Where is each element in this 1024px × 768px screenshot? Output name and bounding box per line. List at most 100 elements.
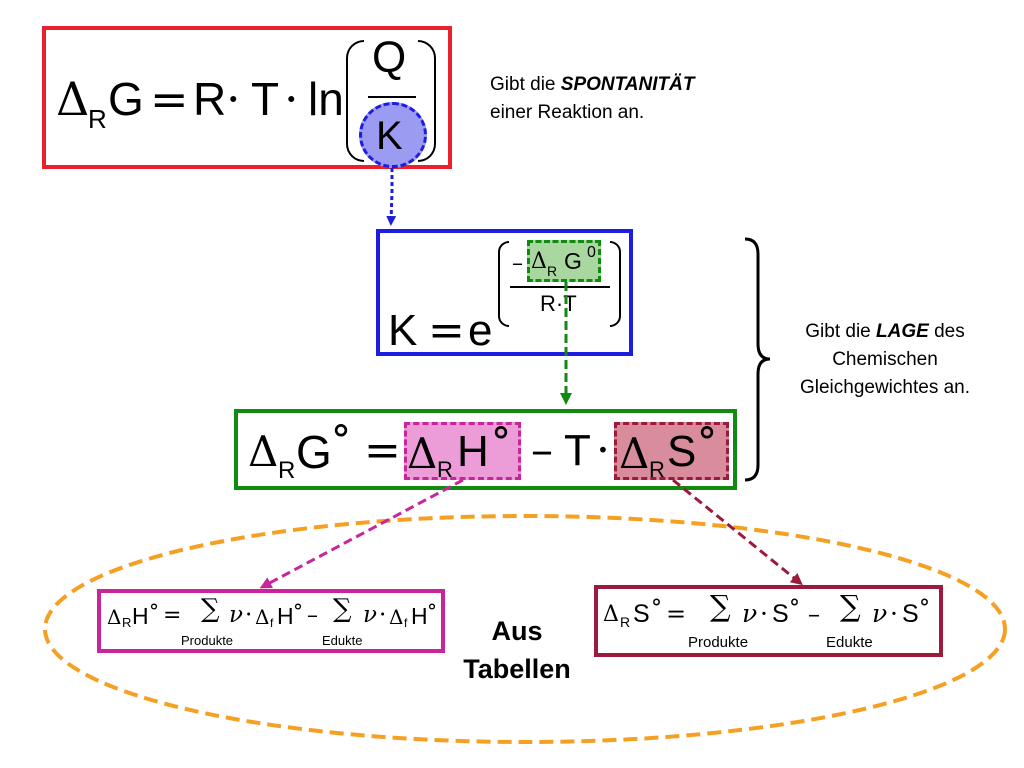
entropy-s: S <box>667 427 697 476</box>
equilibrium-constant-k: K <box>376 114 403 158</box>
gibbs-g: G <box>564 248 582 274</box>
degree-symbol: ° <box>919 596 930 621</box>
gibbs-free-energy-box: Δ R G = R · T · ln Q <box>42 26 452 169</box>
ln-function: ln <box>308 73 344 125</box>
subscript-r: R <box>278 457 296 484</box>
sum-products-symbol: ∑ <box>201 594 220 624</box>
degree-symbol: ° <box>293 599 303 623</box>
left-parenthesis <box>498 241 509 327</box>
gibbs-g: G <box>108 73 144 125</box>
entropy-s: S <box>902 600 919 628</box>
subscript-f: f <box>270 616 274 630</box>
temperature-t: T <box>564 426 591 475</box>
equals-sign: = <box>150 72 189 126</box>
fraction-bar <box>368 96 416 98</box>
from-tables-label: Aus Tabellen <box>452 612 582 688</box>
spontaneity-keyword: SPONTANITÄT <box>560 74 695 95</box>
delta-symbol: Δ <box>531 249 547 274</box>
sum-limit-educts: Edukte <box>826 634 873 651</box>
sum-limit-educts: Edukte <box>322 633 363 648</box>
entropy-s: S <box>633 600 650 628</box>
degree-symbol: ° <box>331 418 351 464</box>
equilibrium-note-suffix: des <box>928 321 965 342</box>
sum-educts-symbol: ∑ <box>333 594 352 624</box>
from-tables-line-1: Aus <box>491 616 543 646</box>
minus-sign: – <box>307 603 318 628</box>
equals-sign: = <box>364 425 401 476</box>
spontaneity-note-line-1: Gibt die SPONTANITÄT <box>490 71 694 99</box>
degree-symbol: ° <box>697 420 717 466</box>
stoich-nu: ν <box>872 599 888 628</box>
temperature-t: T <box>251 73 280 125</box>
sum-limit-products: Produkte <box>181 633 234 648</box>
delta-symbol: Δ <box>407 429 438 478</box>
delta-symbol: Δ <box>619 429 650 478</box>
degree-symbol: ° <box>651 596 662 621</box>
equilibrium-constant-k-circle: K <box>359 102 427 168</box>
multiply-dot: · <box>890 599 898 628</box>
enthalpy-h: H <box>132 603 149 629</box>
equilibrium-note-line-3: Gleichgewichtes an. <box>799 377 971 398</box>
fraction-bar <box>510 286 610 288</box>
multiply-dot: · <box>379 602 387 628</box>
equilibrium-constant-box: K = e – R·T <box>376 229 633 356</box>
multiply-dot: · <box>284 72 299 126</box>
equilibrium-note-line-2: Chemischen <box>832 349 938 370</box>
superscript-zero: 0 <box>587 244 596 261</box>
subscript-r: R <box>620 614 631 630</box>
equilibrium-note-prefix: Gibt die <box>805 321 877 342</box>
enthalpy-h: H <box>411 603 428 629</box>
sum-limit-products: Produkte <box>688 634 749 651</box>
multiply-dot: · <box>760 599 768 628</box>
lage-keyword: LAGE <box>876 321 929 342</box>
spontaneity-note: Gibt die SPONTANITÄT einer Reaktion an. <box>490 71 694 127</box>
delta-symbol: Δ <box>255 605 270 629</box>
sum-educts-symbol: ∑ <box>840 589 861 623</box>
delta-g-zero-highlight: Δ R G 0 <box>527 240 601 282</box>
subscript-r: R <box>547 263 558 279</box>
delta-symbol: Δ <box>56 72 90 126</box>
quotient-q: Q <box>372 33 407 82</box>
subscript-r: R <box>649 457 665 482</box>
degree-symbol: ° <box>789 596 800 621</box>
gas-constant-r: R <box>193 73 227 125</box>
enthalpy-h: H <box>277 603 294 629</box>
delta-symbol: Δ <box>107 605 122 629</box>
right-parenthesis <box>610 241 621 327</box>
equilibrium-position-note: Gibt die LAGE des Chemischen Gleichgewic… <box>775 318 995 402</box>
minus-sign: – <box>531 425 553 476</box>
equilibrium-note-line-1: Gibt die LAGE des <box>775 318 995 346</box>
spontaneity-note-line-2: einer Reaktion an. <box>490 102 645 123</box>
subscript-r: R <box>122 615 132 630</box>
denominator-rt: R·T <box>540 291 577 316</box>
reaction-entropy-box: Δ R S ° = ∑ ν · S ° – ∑ ν · S ° Produkte… <box>594 585 943 657</box>
spontaneity-note-prefix: Gibt die <box>490 74 561 95</box>
equals-sign: = <box>428 305 465 356</box>
degree-symbol: ° <box>491 420 511 466</box>
stoich-nu: ν <box>229 602 243 628</box>
enthalpy-h: H <box>457 427 489 476</box>
entropy-s: S <box>772 600 789 628</box>
stoich-nu: ν <box>742 599 758 628</box>
sum-products-symbol: ∑ <box>710 589 731 623</box>
delta-symbol: Δ <box>389 605 404 629</box>
euler-e: e <box>468 306 493 355</box>
degree-symbol: ° <box>427 599 437 623</box>
delta-symbol: Δ <box>603 602 619 627</box>
reaction-enthalpy-box: Δ R H ° = ∑ ν · Δ f H ° – ∑ ν · Δ f H ° … <box>97 589 445 653</box>
subscript-r: R <box>88 104 107 134</box>
delta-symbol: Δ <box>248 427 279 476</box>
minus-sign: – <box>512 251 523 276</box>
from-tables-line-2: Tabellen <box>463 654 571 684</box>
stoich-nu: ν <box>363 602 377 628</box>
degree-symbol: ° <box>149 599 159 623</box>
multiply-dot: · <box>226 72 241 126</box>
entropy-highlight: Δ R S ° <box>614 420 729 482</box>
multiply-dot: · <box>596 425 610 476</box>
gibbs-g: G <box>296 426 332 478</box>
orange-dashed-ellipse <box>43 514 1007 744</box>
subscript-r: R <box>437 457 453 482</box>
subscript-f: f <box>404 616 408 630</box>
equals-sign: = <box>666 600 687 628</box>
